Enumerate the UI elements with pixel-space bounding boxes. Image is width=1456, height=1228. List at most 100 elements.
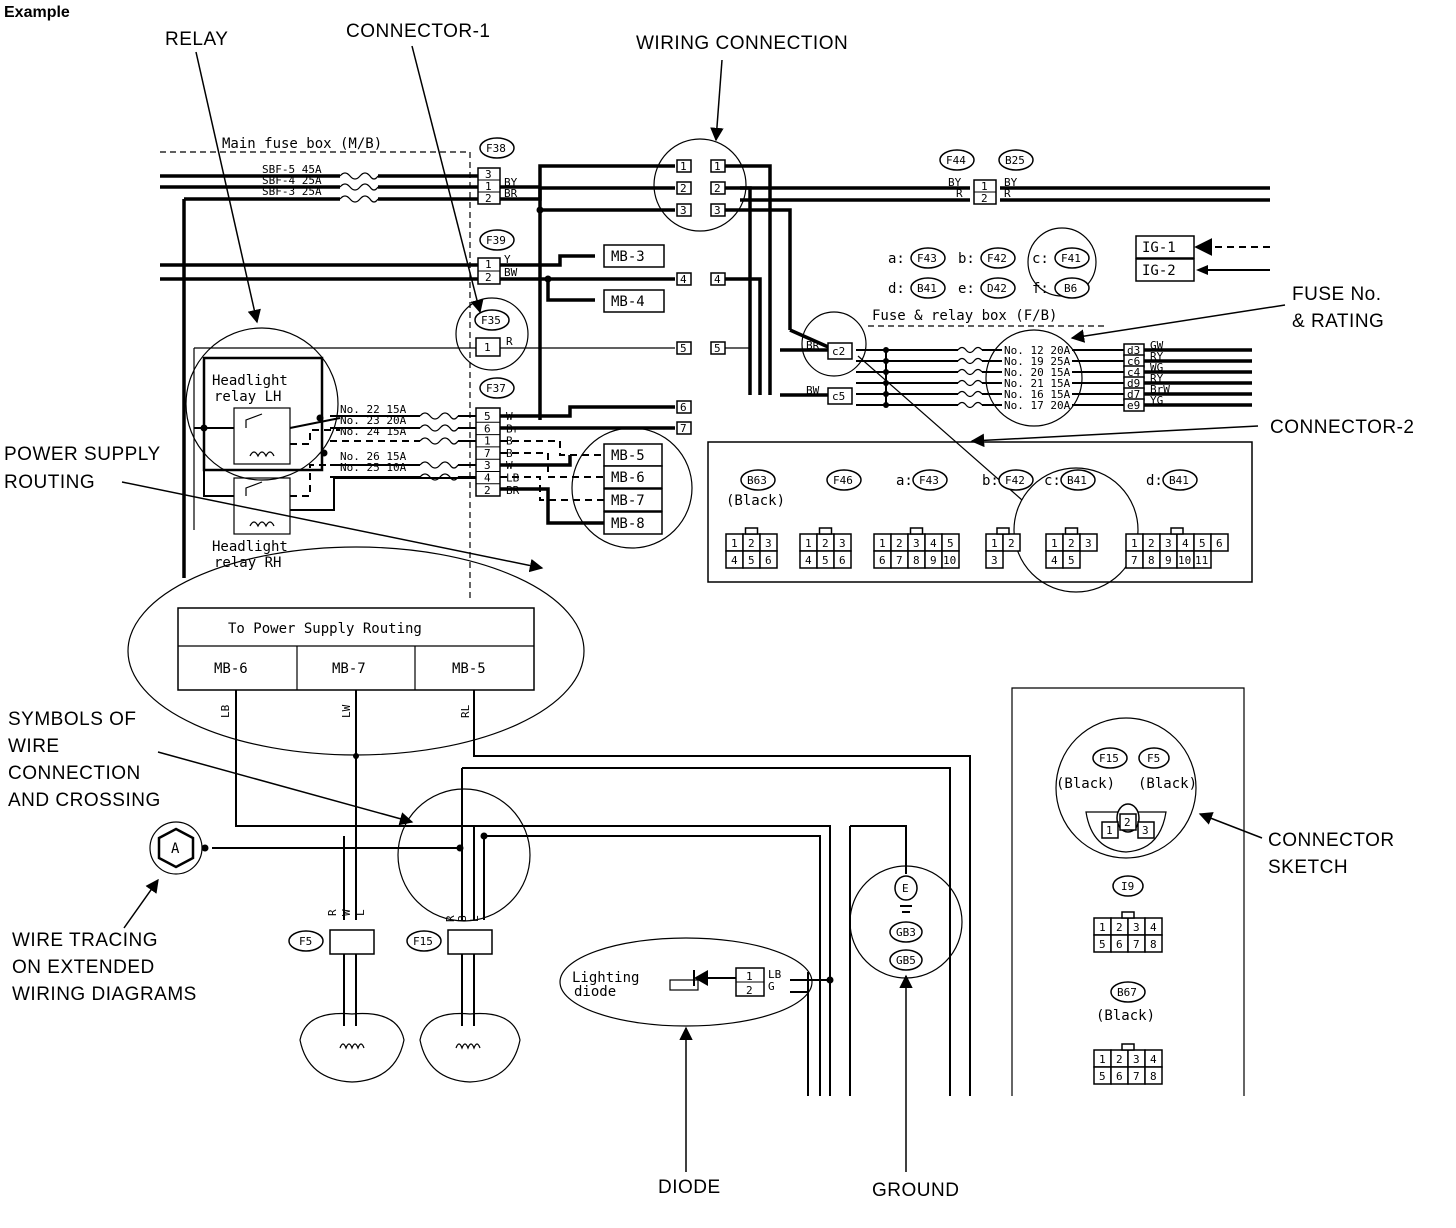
svg-text:F43: F43 bbox=[919, 474, 939, 487]
svg-text:F37: F37 bbox=[486, 382, 506, 395]
svg-text:2: 2 bbox=[822, 537, 829, 550]
svg-text:2: 2 bbox=[485, 192, 492, 205]
callout-fuse-rating: & RATING bbox=[1292, 311, 1384, 332]
routing-cell-2: MB-7 bbox=[332, 661, 366, 677]
callout-connector-1: CONNECTOR-1 bbox=[346, 21, 491, 42]
svg-text:(Black): (Black) bbox=[1056, 776, 1115, 792]
svg-text:MB-5: MB-5 bbox=[611, 448, 645, 464]
svg-text:R: R bbox=[506, 335, 513, 348]
svg-text:5: 5 bbox=[1099, 938, 1106, 951]
svg-text:2: 2 bbox=[1148, 537, 1155, 550]
svg-text:2: 2 bbox=[680, 182, 687, 195]
svg-text:3: 3 bbox=[1165, 537, 1172, 550]
svg-text:6: 6 bbox=[839, 554, 846, 567]
svg-text:f:: f: bbox=[1032, 281, 1049, 297]
svg-text:c4: c4 bbox=[1127, 366, 1141, 379]
svg-text:B67: B67 bbox=[1117, 986, 1137, 999]
svg-text:3: 3 bbox=[485, 168, 492, 181]
callout-arrows bbox=[121, 45, 1286, 1172]
svg-text:RY: RY bbox=[1150, 350, 1164, 363]
svg-text:5: 5 bbox=[484, 410, 491, 423]
svg-text:6: 6 bbox=[1216, 537, 1223, 550]
svg-text:(Black): (Black) bbox=[726, 493, 785, 509]
svg-text:5: 5 bbox=[714, 342, 721, 355]
svg-text:F15: F15 bbox=[1099, 752, 1119, 765]
svg-text:MB-8: MB-8 bbox=[611, 516, 645, 532]
svg-text:10: 10 bbox=[1178, 554, 1191, 567]
svg-text:3: 3 bbox=[714, 204, 721, 217]
headlamp-left: F5 R W L bbox=[288, 909, 405, 1083]
svg-text:2: 2 bbox=[1116, 921, 1123, 934]
svg-text:6: 6 bbox=[484, 422, 491, 435]
wiring-pin bbox=[676, 341, 692, 355]
svg-text:3: 3 bbox=[1142, 824, 1149, 837]
routing-cell-3: MB-5 bbox=[452, 661, 486, 677]
callout-fuse-no: FUSE No. bbox=[1292, 284, 1382, 305]
callout-diode: DIODE bbox=[658, 1177, 721, 1198]
mb-3-box: MB-3 bbox=[603, 244, 665, 268]
svg-text:1: 1 bbox=[484, 341, 491, 354]
svg-text:4: 4 bbox=[930, 537, 937, 550]
svg-text:5: 5 bbox=[947, 537, 954, 550]
callout-routing: ROUTING bbox=[4, 472, 95, 493]
svg-text:2: 2 bbox=[1068, 537, 1075, 550]
svg-text:L: L bbox=[354, 909, 367, 916]
svg-text:1: 1 bbox=[731, 537, 738, 550]
svg-text:2: 2 bbox=[981, 192, 988, 205]
svg-text:b:: b: bbox=[958, 251, 975, 267]
svg-text:No. 19 25A: No. 19 25A bbox=[1004, 355, 1071, 368]
svg-text:R: R bbox=[1004, 187, 1011, 200]
svg-text:5: 5 bbox=[1199, 537, 1206, 550]
svg-text:2: 2 bbox=[714, 182, 721, 195]
svg-text:2: 2 bbox=[1008, 537, 1015, 550]
svg-text:IG-1: IG-1 bbox=[1142, 240, 1176, 256]
fuse-relay-box-title: Fuse & relay box (F/B) bbox=[872, 308, 1057, 324]
svg-text:9: 9 bbox=[930, 554, 937, 567]
callout-connector-sketch-2: SKETCH bbox=[1268, 857, 1348, 878]
svg-text:No. 21 15A: No. 21 15A bbox=[1004, 377, 1071, 390]
svg-text:No. 16 15A: No. 16 15A bbox=[1004, 388, 1071, 401]
heading: Example bbox=[4, 4, 70, 21]
svg-text:9: 9 bbox=[1165, 554, 1172, 567]
connector-f35: F35 1 R bbox=[455, 297, 529, 371]
connector-key: a: F43 b: F42 c: F41 d: B41 e: D42 f: B6 bbox=[888, 227, 1097, 299]
svg-text:B63: B63 bbox=[747, 474, 767, 487]
svg-text:No. 12 20A: No. 12 20A bbox=[1004, 344, 1071, 357]
svg-text:7: 7 bbox=[680, 422, 687, 435]
svg-text:4: 4 bbox=[714, 273, 721, 286]
svg-text:W: W bbox=[340, 909, 353, 916]
svg-text:WG: WG bbox=[1150, 361, 1163, 374]
svg-text:3: 3 bbox=[484, 459, 491, 472]
svg-text:4: 4 bbox=[731, 554, 738, 567]
svg-text:4: 4 bbox=[1051, 554, 1058, 567]
wiring-pin bbox=[676, 421, 692, 435]
svg-text:4: 4 bbox=[484, 472, 491, 485]
svg-text:GB5: GB5 bbox=[896, 954, 916, 967]
callout-power-supply: POWER SUPPLY bbox=[4, 444, 161, 465]
svg-text:6: 6 bbox=[765, 554, 772, 567]
svg-text:4: 4 bbox=[1182, 537, 1189, 550]
callout-connector-sketch-1: CONNECTOR bbox=[1268, 830, 1395, 851]
svg-text:R: R bbox=[956, 187, 963, 200]
svg-text:Headlight: Headlight bbox=[212, 373, 288, 389]
callout-relay: RELAY bbox=[165, 29, 228, 50]
svg-text:3: 3 bbox=[1085, 537, 1092, 550]
svg-text:B6: B6 bbox=[1064, 282, 1077, 295]
connector-f38: F38 3 1 2 BY BR bbox=[477, 137, 518, 205]
crossing-symbol-circle bbox=[397, 788, 531, 922]
headlamp-right: F15 R B L bbox=[406, 915, 521, 1083]
svg-text:LB: LB bbox=[768, 968, 782, 981]
svg-text:R: R bbox=[326, 909, 339, 916]
svg-text:1: 1 bbox=[484, 435, 491, 448]
svg-text:GB3: GB3 bbox=[896, 926, 916, 939]
svg-text:c:: c: bbox=[1044, 473, 1061, 489]
svg-text:F35: F35 bbox=[481, 314, 501, 327]
svg-text:3: 3 bbox=[839, 537, 846, 550]
power-routing-table: To Power Supply Routing MB-6 MB-7 MB-5 L… bbox=[127, 546, 585, 756]
main-fuse-box: Main fuse box (M/B) SBF-5 45A SBF-4 25A … bbox=[160, 136, 478, 600]
fuse-relay-box: Fuse & relay box (F/B) c2 BR c5 BW No. 1… bbox=[801, 308, 1252, 427]
svg-text:No. 20 15A: No. 20 15A bbox=[1004, 366, 1071, 379]
svg-text:c2: c2 bbox=[832, 345, 845, 358]
svg-text:Headlight: Headlight bbox=[212, 539, 288, 555]
